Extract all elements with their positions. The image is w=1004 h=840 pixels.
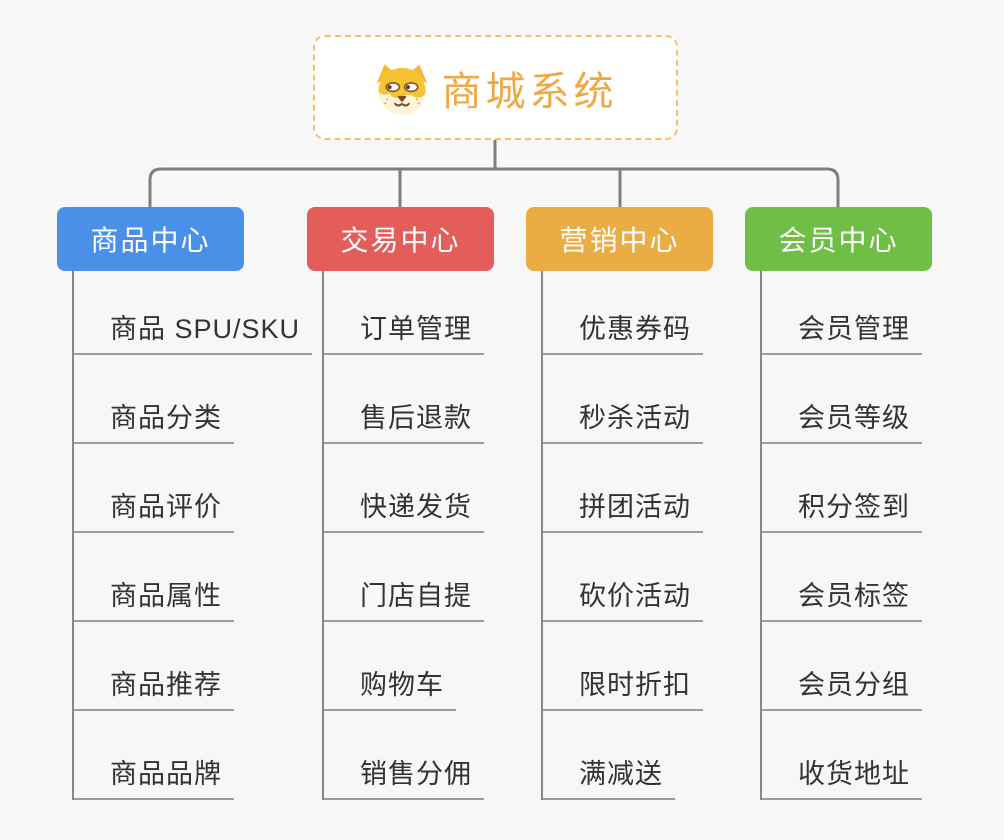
leaf-label[interactable]: 积分签到 bbox=[762, 485, 922, 533]
leaf-label[interactable]: 拼团活动 bbox=[543, 485, 703, 533]
leaf-label[interactable]: 门店自提 bbox=[324, 574, 484, 622]
leaf-node: 积分签到 bbox=[762, 444, 932, 533]
leaf-label[interactable]: 优惠券码 bbox=[543, 307, 703, 355]
leaf-node: 商品 SPU/SKU bbox=[74, 271, 313, 355]
root-title: 商城系统 bbox=[441, 69, 618, 114]
leaf-node: 售后退款 bbox=[324, 355, 494, 444]
leaf-node: 商品评价 bbox=[74, 444, 244, 533]
leaf-label[interactable]: 会员等级 bbox=[762, 396, 922, 444]
leaf-list-trade: 订单管理 售后退款 快递发货 门店自提 购物车 销售分佣 bbox=[322, 271, 494, 800]
leaf-label[interactable]: 商品推荐 bbox=[74, 663, 234, 711]
leaf-node: 优惠券码 bbox=[543, 271, 713, 355]
branch-column-marketing: 营销中心 优惠券码 秒杀活动 拼团活动 砍价活动 限时折扣 满减送 bbox=[526, 207, 713, 800]
branch-node-product-center[interactable]: 商品中心 bbox=[57, 207, 244, 271]
leaf-node: 商品推荐 bbox=[74, 622, 244, 711]
branch-label: 会员中心 bbox=[778, 225, 899, 256]
leaf-label[interactable]: 订单管理 bbox=[324, 307, 484, 355]
leaf-list-product: 商品 SPU/SKU 商品分类 商品评价 商品属性 商品推荐 商品品牌 bbox=[72, 271, 313, 800]
leaf-label[interactable]: 售后退款 bbox=[324, 396, 484, 444]
leaf-label[interactable]: 销售分佣 bbox=[324, 752, 484, 800]
leaf-node: 门店自提 bbox=[324, 533, 494, 622]
leaf-node: 砍价活动 bbox=[543, 533, 713, 622]
leaf-node: 商品属性 bbox=[74, 533, 244, 622]
leaf-node: 会员分组 bbox=[762, 622, 932, 711]
leaf-label[interactable]: 快递发货 bbox=[324, 485, 484, 533]
leaf-node: 满减送 bbox=[543, 711, 713, 800]
leaf-label[interactable]: 商品属性 bbox=[74, 574, 234, 622]
leaf-node: 限时折扣 bbox=[543, 622, 713, 711]
leaf-label[interactable]: 限时折扣 bbox=[543, 663, 703, 711]
leaf-label[interactable]: 会员管理 bbox=[762, 307, 922, 355]
leaf-list-member: 会员管理 会员等级 积分签到 会员标签 会员分组 收货地址 bbox=[760, 271, 932, 800]
leaf-label[interactable]: 会员标签 bbox=[762, 574, 922, 622]
leaf-node: 商品品牌 bbox=[74, 711, 244, 800]
branch-column-product: 商品中心 商品 SPU/SKU 商品分类 商品评价 商品属性 商品推荐 商品品牌 bbox=[57, 207, 313, 800]
branch-label: 营销中心 bbox=[559, 225, 680, 256]
leaf-node: 收货地址 bbox=[762, 711, 932, 800]
leaf-label[interactable]: 商品评价 bbox=[74, 485, 234, 533]
leaf-node: 购物车 bbox=[324, 622, 494, 711]
leaf-node: 会员等级 bbox=[762, 355, 932, 444]
leaf-node: 快递发货 bbox=[324, 444, 494, 533]
branch-node-member-center[interactable]: 会员中心 bbox=[745, 207, 932, 271]
root-node-mall-system[interactable]: 商城系统 bbox=[313, 35, 678, 140]
leaf-label[interactable]: 商品品牌 bbox=[74, 752, 234, 800]
leaf-node: 商品分类 bbox=[74, 355, 244, 444]
branch-column-member: 会员中心 会员管理 会员等级 积分签到 会员标签 会员分组 收货地址 bbox=[745, 207, 932, 800]
leaf-node: 秒杀活动 bbox=[543, 355, 713, 444]
leaf-label[interactable]: 会员分组 bbox=[762, 663, 922, 711]
leaf-label[interactable]: 商品分类 bbox=[74, 396, 234, 444]
shiba-dog-icon bbox=[376, 63, 427, 115]
leaf-label[interactable]: 商品 SPU/SKU bbox=[74, 307, 313, 355]
leaf-node: 会员管理 bbox=[762, 271, 932, 355]
branch-label: 商品中心 bbox=[90, 225, 211, 256]
leaf-label[interactable]: 满减送 bbox=[543, 752, 675, 800]
leaf-label[interactable]: 秒杀活动 bbox=[543, 396, 703, 444]
leaf-node: 订单管理 bbox=[324, 271, 494, 355]
leaf-label[interactable]: 收货地址 bbox=[762, 752, 922, 800]
leaf-list-marketing: 优惠券码 秒杀活动 拼团活动 砍价活动 限时折扣 满减送 bbox=[541, 271, 713, 800]
branch-column-trade: 交易中心 订单管理 售后退款 快递发货 门店自提 购物车 销售分佣 bbox=[307, 207, 494, 800]
branch-node-marketing-center[interactable]: 营销中心 bbox=[526, 207, 713, 271]
branch-node-trade-center[interactable]: 交易中心 bbox=[307, 207, 494, 271]
leaf-node: 拼团活动 bbox=[543, 444, 713, 533]
branch-label: 交易中心 bbox=[340, 225, 461, 256]
leaf-label[interactable]: 砍价活动 bbox=[543, 574, 703, 622]
leaf-node: 销售分佣 bbox=[324, 711, 494, 800]
leaf-node: 会员标签 bbox=[762, 533, 932, 622]
leaf-label[interactable]: 购物车 bbox=[324, 663, 456, 711]
